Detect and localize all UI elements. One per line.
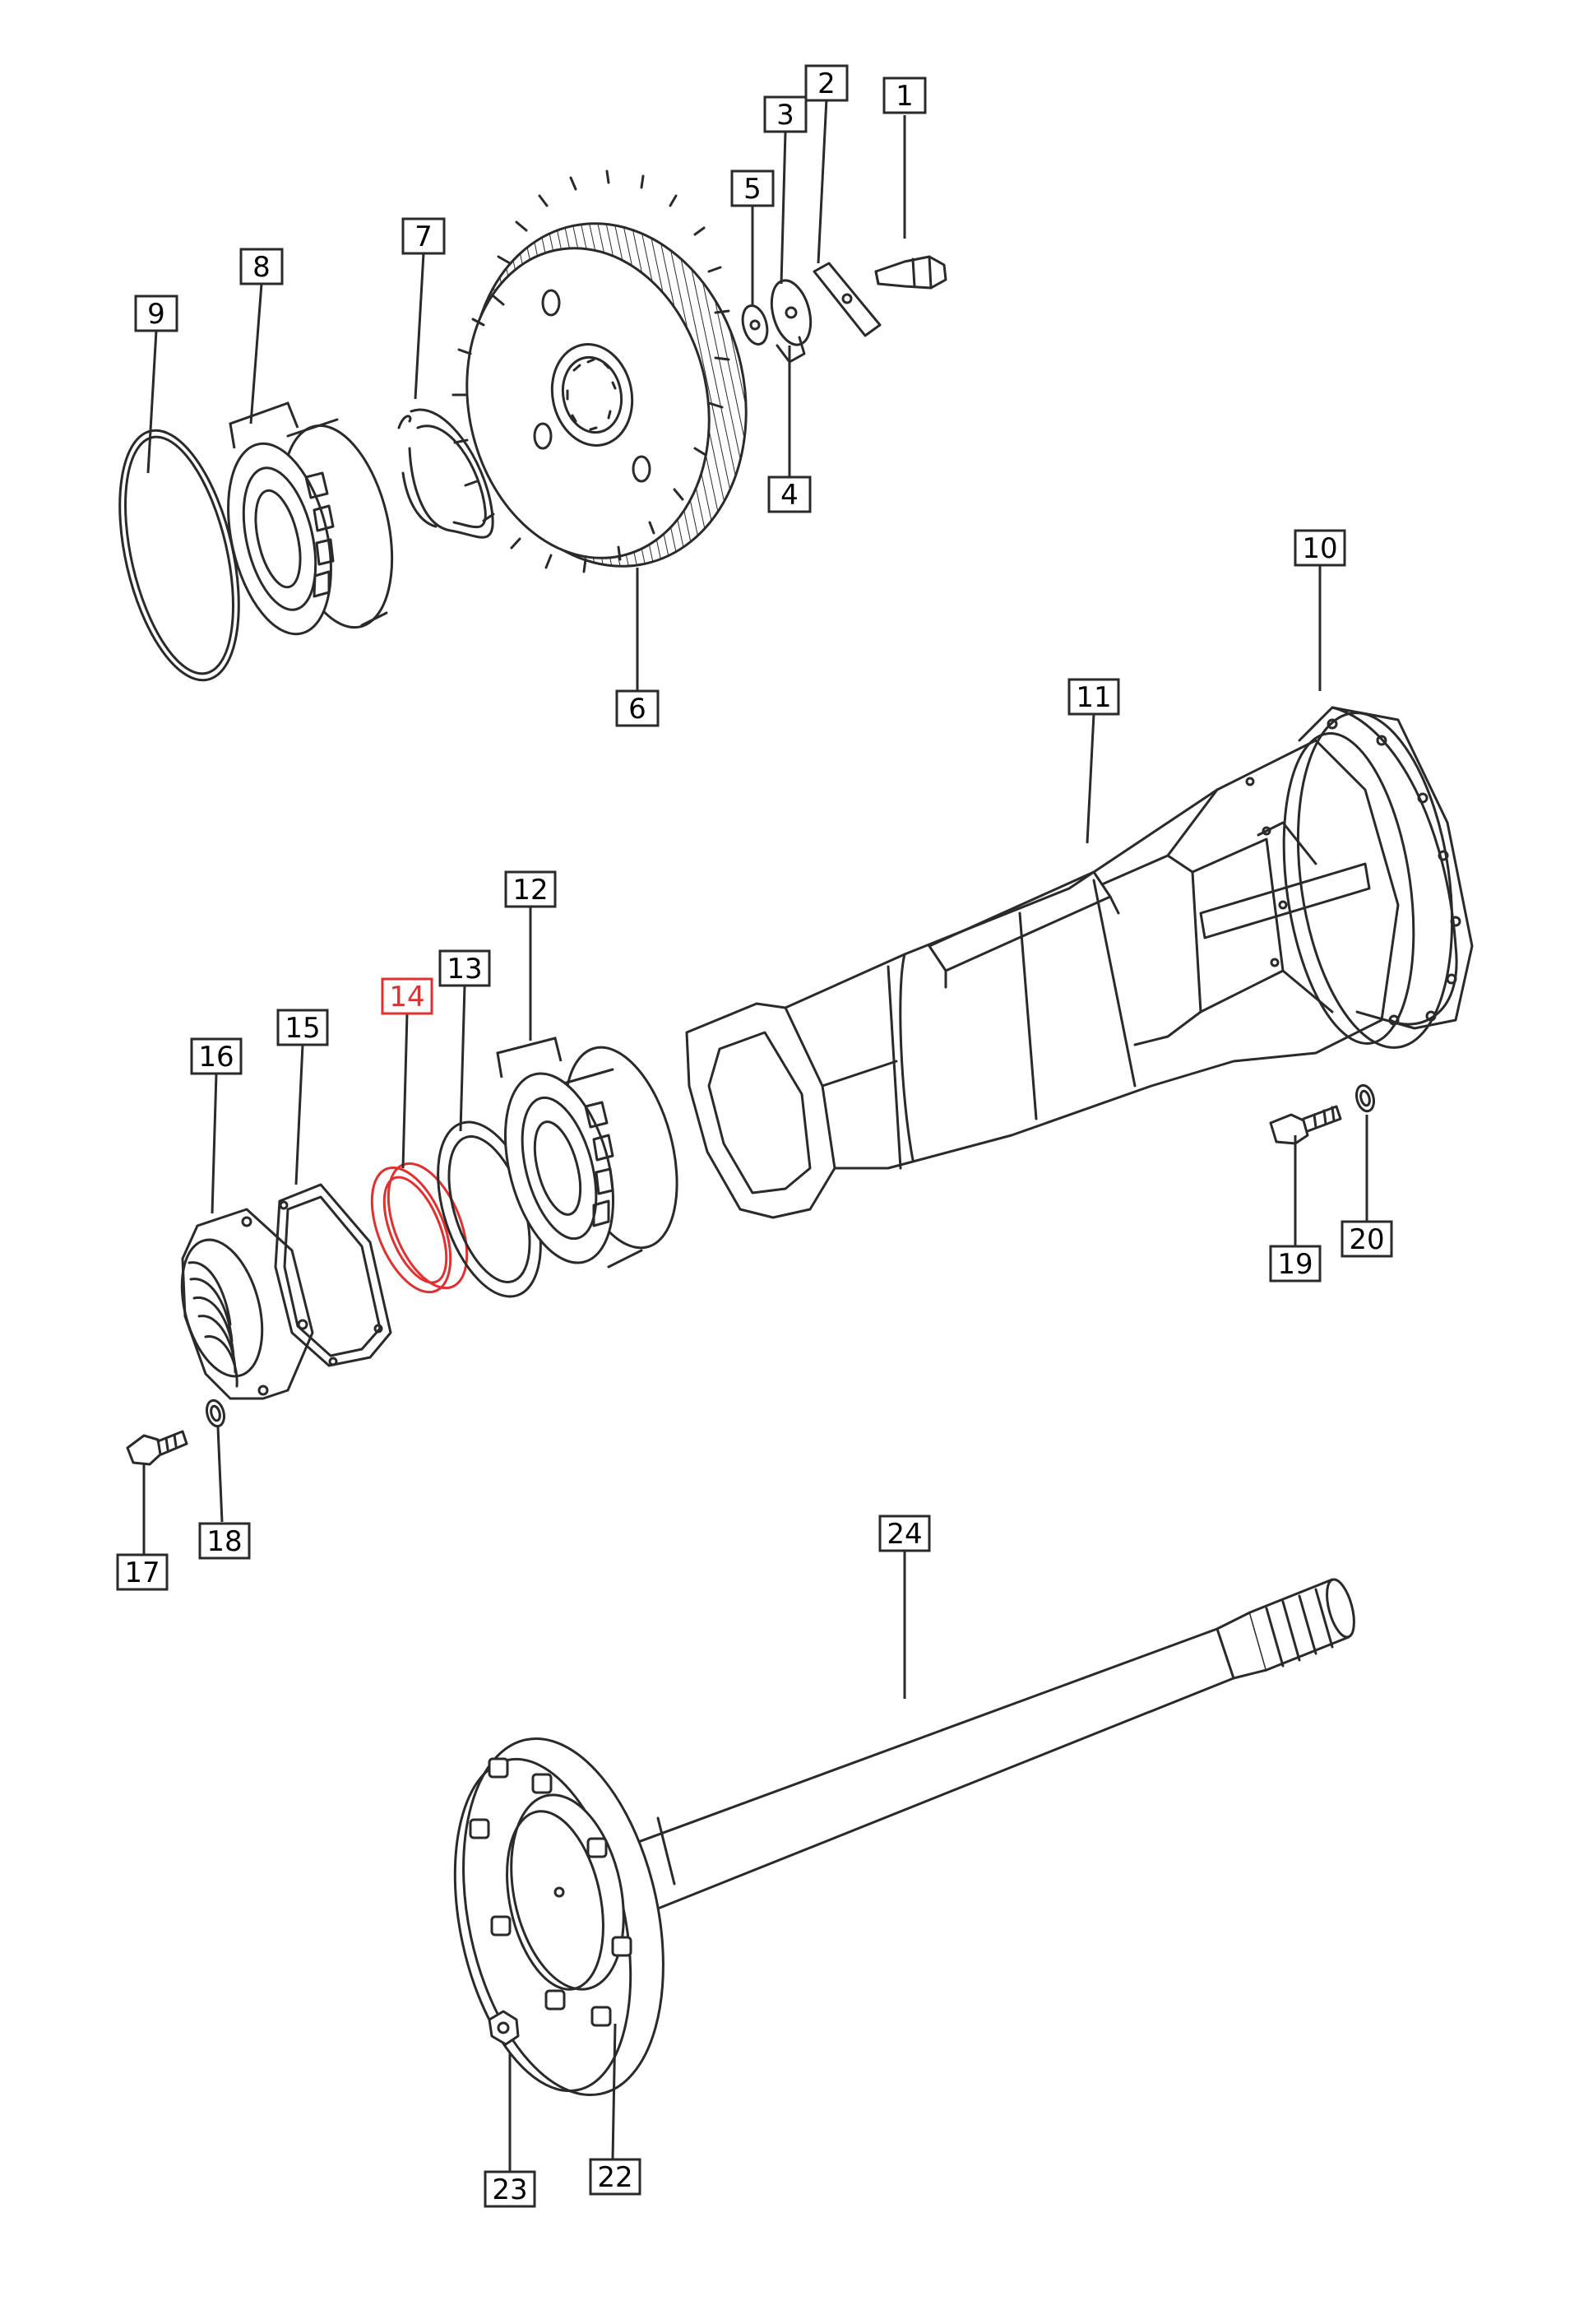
lock-plate-part-3 [770, 279, 813, 364]
svg-text:17: 17 [124, 1556, 160, 1589]
svg-text:8: 8 [252, 251, 271, 284]
callout-15: 15 [276, 1009, 329, 1046]
svg-text:1: 1 [896, 80, 914, 113]
bearing-part-12 [503, 1046, 678, 1269]
bolt-part-17 [126, 1430, 188, 1466]
bolt-part-1 [874, 255, 947, 290]
washer-part-20 [1354, 1083, 1376, 1113]
callout-19: 19 [1269, 1245, 1322, 1283]
callout-14: 14 [381, 977, 433, 1015]
callout-1: 1 [882, 77, 927, 114]
bearing-cap-part-16 [180, 1208, 314, 1400]
bearing-part-8 [227, 418, 394, 636]
gear-part-6 [451, 169, 748, 573]
svg-text:4: 4 [780, 479, 799, 512]
svg-text:5: 5 [743, 173, 762, 206]
lock-tab-part-2 [813, 262, 882, 337]
svg-text:9: 9 [147, 298, 165, 331]
axle-housing-part-11 [685, 706, 1474, 1219]
callout-16: 16 [190, 1037, 243, 1075]
svg-text:11: 11 [1076, 681, 1111, 714]
bolt-part-19 [1269, 1105, 1342, 1145]
callout-17: 17 [116, 1553, 169, 1591]
callout-4: 4 [767, 475, 812, 513]
svg-text:22: 22 [597, 2161, 632, 2194]
callout-23: 23 [484, 2170, 536, 2208]
svg-text:23: 23 [492, 2173, 527, 2206]
svg-text:13: 13 [447, 953, 482, 986]
callout-2: 2 [804, 64, 849, 102]
svg-text:3: 3 [776, 99, 794, 132]
washer-part-18 [205, 1399, 226, 1428]
svg-text:16: 16 [198, 1041, 234, 1074]
callout-22: 22 [589, 2158, 641, 2196]
callout-7: 7 [401, 217, 446, 255]
callout-18: 18 [198, 1522, 251, 1560]
svg-text:18: 18 [206, 1525, 242, 1558]
svg-text:19: 19 [1277, 1248, 1313, 1281]
flange-part-22 [453, 1737, 664, 2097]
svg-text:2: 2 [817, 67, 836, 100]
gasket-part-15 [274, 1183, 392, 1367]
callout-20: 20 [1341, 1220, 1393, 1258]
callout-11: 11 [1067, 678, 1120, 716]
svg-text:6: 6 [628, 693, 646, 726]
callout-5: 5 [730, 169, 775, 207]
leader-lines [142, 98, 1368, 2172]
callout-24: 24 [878, 1515, 931, 1552]
svg-text:10: 10 [1302, 532, 1337, 565]
axle-shaft-part-24 [623, 1578, 1355, 1910]
callout-9: 9 [134, 295, 178, 332]
callout-3: 3 [763, 95, 808, 133]
callout-6: 6 [615, 689, 660, 727]
svg-text:24: 24 [887, 1518, 922, 1551]
seal-ring-part-14 [370, 1162, 469, 1294]
snap-ring-part-7 [397, 408, 494, 539]
svg-text:12: 12 [512, 874, 548, 907]
washer-part-5 [741, 304, 769, 346]
callout-13: 13 [438, 949, 491, 987]
svg-text:14: 14 [389, 981, 424, 1014]
callout-10: 10 [1294, 529, 1346, 567]
svg-text:7: 7 [414, 220, 433, 253]
svg-text:15: 15 [285, 1012, 320, 1045]
callout-8: 8 [239, 248, 284, 285]
callouts: 1 2 3 4 5 6 7 8 9 10 11 12 13 14 15 16 1… [116, 64, 1393, 2208]
callout-12: 12 [504, 870, 557, 908]
svg-text:20: 20 [1349, 1223, 1384, 1256]
nut-part-23 [488, 2010, 520, 2046]
